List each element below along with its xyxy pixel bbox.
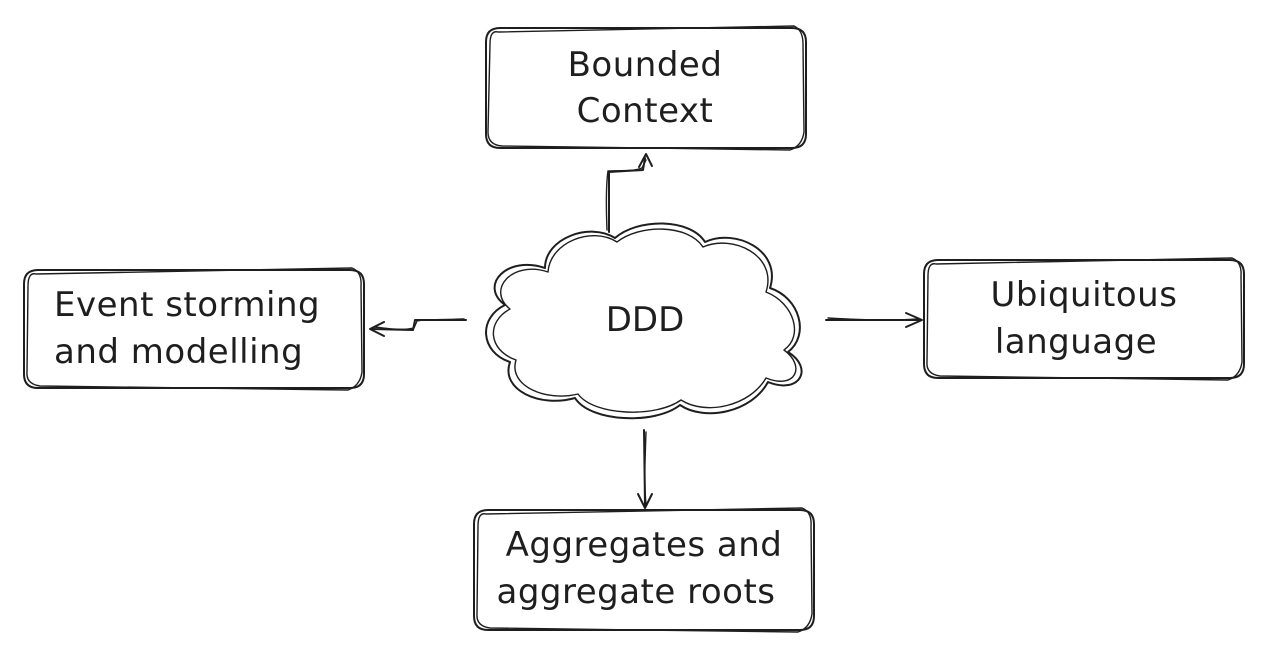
arrow-to-event-storming: [369, 318, 467, 337]
node-bounded-context[interactable]: Bounded Context: [485, 25, 807, 151]
node-ubiquitous-language-line2: language: [995, 322, 1157, 362]
node-aggregates-line2: aggregate roots: [496, 572, 775, 612]
node-aggregates[interactable]: Aggregates and aggregate roots: [473, 507, 815, 633]
center-cloud-label: DDD: [606, 300, 685, 340]
node-event-storming[interactable]: Event storming and modelling: [23, 267, 365, 391]
arrow-to-bounded-context: [605, 153, 653, 233]
node-bounded-context-line2: Context: [577, 91, 714, 131]
arrow-to-ubiquitous-language: [825, 312, 923, 328]
node-aggregates-line1: Aggregates and: [506, 525, 783, 565]
node-bounded-context-line1: Bounded: [568, 45, 723, 85]
node-ubiquitous-language-line1: Ubiquitous: [991, 275, 1178, 315]
center-cloud[interactable]: DDD: [485, 222, 803, 420]
node-ubiquitous-language[interactable]: Ubiquitous language: [923, 257, 1245, 381]
arrow-to-aggregates: [637, 429, 653, 509]
node-event-storming-line2: and modelling: [54, 332, 303, 372]
node-event-storming-line1: Event storming: [54, 285, 320, 325]
